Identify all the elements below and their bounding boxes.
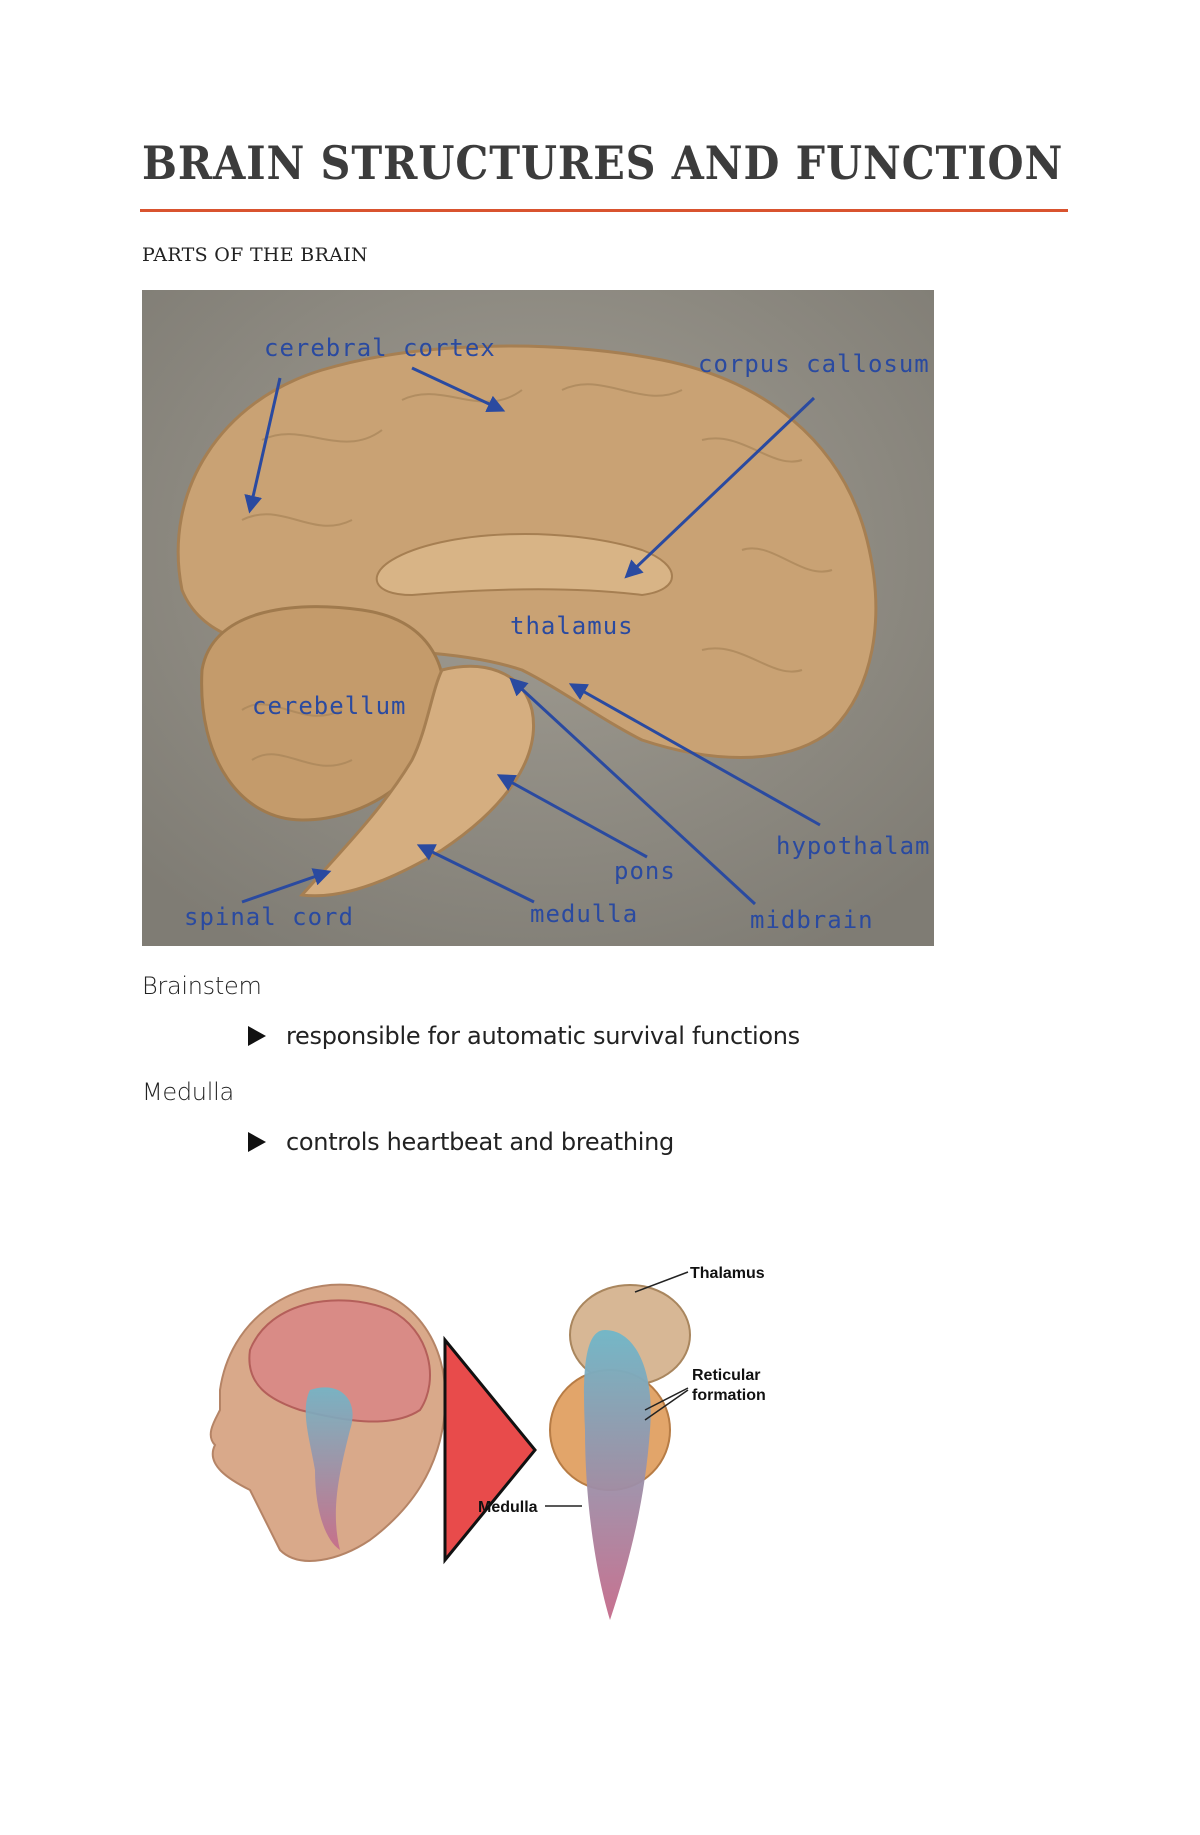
title-divider (140, 209, 1068, 212)
enlarged-brainstem (584, 1330, 651, 1620)
section-subtitle: PARTS OF THE BRAIN (142, 244, 368, 266)
label-thalamus: thalamus (510, 612, 634, 640)
gyri-texture (241, 383, 833, 767)
label-formation: formation (692, 1387, 766, 1404)
label-spinal-cord: spinal cord (184, 903, 354, 931)
label-cerebral-cortex: cerebral cortex (264, 334, 496, 362)
head-brainstem (305, 1387, 353, 1550)
section-heading-brainstem: Brainstem (142, 972, 262, 1000)
label-medulla: medulla (530, 900, 638, 928)
label-corpus-callosum: corpus callosum (698, 350, 930, 378)
bullet-item: controls heartbeat and breathing (248, 1128, 674, 1156)
section-heading-medulla: Medulla (142, 1078, 234, 1106)
label-pons: pons (614, 857, 676, 885)
label-medulla: Medulla (478, 1499, 538, 1516)
page-title: BRAIN STRUCTURES AND FUNCTION (142, 136, 1064, 190)
triangle-bullet-icon (248, 1026, 266, 1046)
brainstem-shape (298, 664, 535, 898)
label-midbrain: midbrain (750, 906, 874, 934)
brain-sagittal-figure: cerebral cortex corpus callosum thalamus… (142, 290, 934, 946)
label-arrows (241, 366, 821, 906)
label-thalamus: Thalamus (690, 1265, 765, 1282)
bullet-text: responsible for automatic survival funct… (286, 1022, 800, 1050)
bullet-text: controls heartbeat and breathing (286, 1128, 674, 1156)
corpus-callosum-shape (375, 533, 673, 597)
label-cerebellum: cerebellum (252, 692, 407, 720)
brainstem-illustration: Thalamus Reticular formation Medulla (209, 1265, 766, 1620)
head-brain (248, 1299, 431, 1423)
label-reticular: Reticular (692, 1367, 760, 1384)
triangle-bullet-icon (248, 1132, 266, 1152)
bullet-item: responsible for automatic survival funct… (248, 1022, 800, 1050)
zoom-arrow-icon (443, 1335, 537, 1565)
leader-lines (545, 1271, 689, 1507)
label-hypothalamus: hypothalam (776, 832, 931, 860)
